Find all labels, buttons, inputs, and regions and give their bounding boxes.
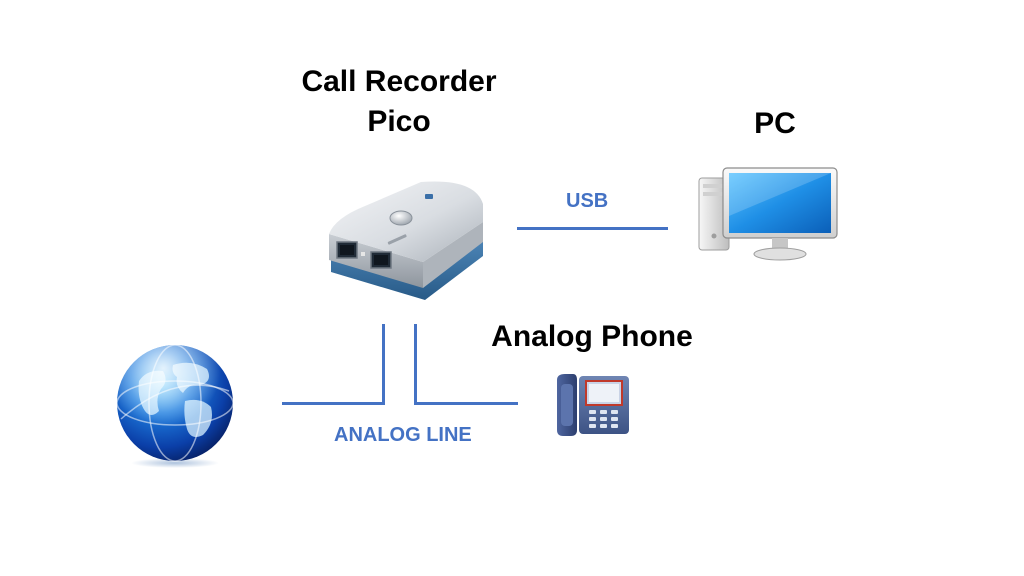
analog-line-right-vertical: [414, 324, 417, 405]
globe-icon: [116, 344, 234, 468]
analog-line-right-horizontal: [414, 402, 518, 405]
usb-line: [517, 227, 668, 230]
recorder-title-line2: Pico: [367, 105, 431, 138]
desktop-computer-icon: [698, 167, 838, 261]
analog-line-left-horizontal: [282, 402, 385, 405]
recorder-title: Call Recorder Pico: [290, 62, 508, 142]
analog-line-left-vertical: [382, 324, 385, 405]
desk-phone-icon: [557, 374, 629, 436]
pc-title: PC: [754, 107, 796, 140]
call-recorder-device-icon: [329, 181, 483, 300]
analog-line-label: ANALOG LINE: [334, 424, 472, 446]
usb-label: USB: [566, 190, 609, 212]
analog-phone-title: Analog Phone: [491, 320, 693, 353]
recorder-title-line1: Call Recorder: [301, 65, 497, 98]
